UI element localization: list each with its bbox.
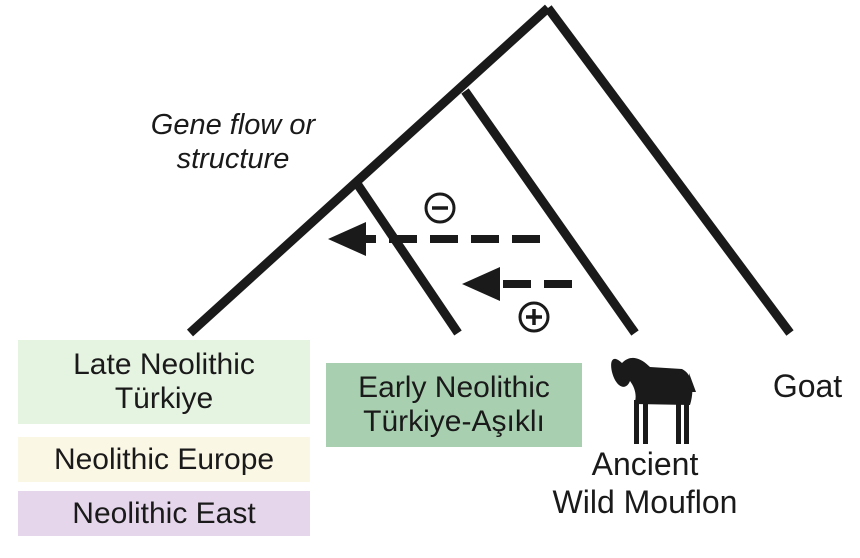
arrowhead-upper xyxy=(328,222,366,256)
neolithic-europe-box: Neolithic Europe xyxy=(18,437,310,482)
neolithic-europe-label: Neolithic Europe xyxy=(53,442,275,476)
plus-sign xyxy=(518,301,550,333)
early-neolithic-line1: Early Neolithic xyxy=(358,371,550,405)
mouflon-line2: Wild Mouflon xyxy=(552,483,738,520)
tree-branch-goat xyxy=(544,5,794,336)
mouflon-label: Ancient Wild Mouflon xyxy=(510,446,780,522)
mouflon-line1: Ancient xyxy=(591,446,699,482)
neolithic-east-label: Neolithic East xyxy=(72,496,256,530)
goat-label: Goat xyxy=(772,368,843,404)
annotation-line2: structure xyxy=(176,143,290,176)
mouflon-silhouette-icon xyxy=(611,357,696,444)
early-neolithic-line2: Türkiye-Aşıklı xyxy=(363,405,545,438)
early-neolithic-asikli-box: Early Neolithic Türkiye-Aşıklı xyxy=(326,363,582,447)
late-neolithic-line2: Türkiye xyxy=(114,382,214,415)
late-neolithic-turkiye-box: Late Neolithic Türkiye xyxy=(18,340,310,424)
arrowhead-lower xyxy=(462,267,500,301)
tree-branch-mouflon xyxy=(461,88,639,336)
tree-branch-early-neolithic xyxy=(354,182,462,336)
late-neolithic-line1: Late Neolithic xyxy=(73,348,255,382)
tree-branch-root-left xyxy=(186,4,552,337)
annotation-line1: Gene flow or xyxy=(150,109,316,141)
minus-sign xyxy=(424,192,456,224)
gene-flow-annotation: Gene flow or structure xyxy=(108,108,358,176)
neolithic-east-box: Neolithic East xyxy=(18,491,310,536)
